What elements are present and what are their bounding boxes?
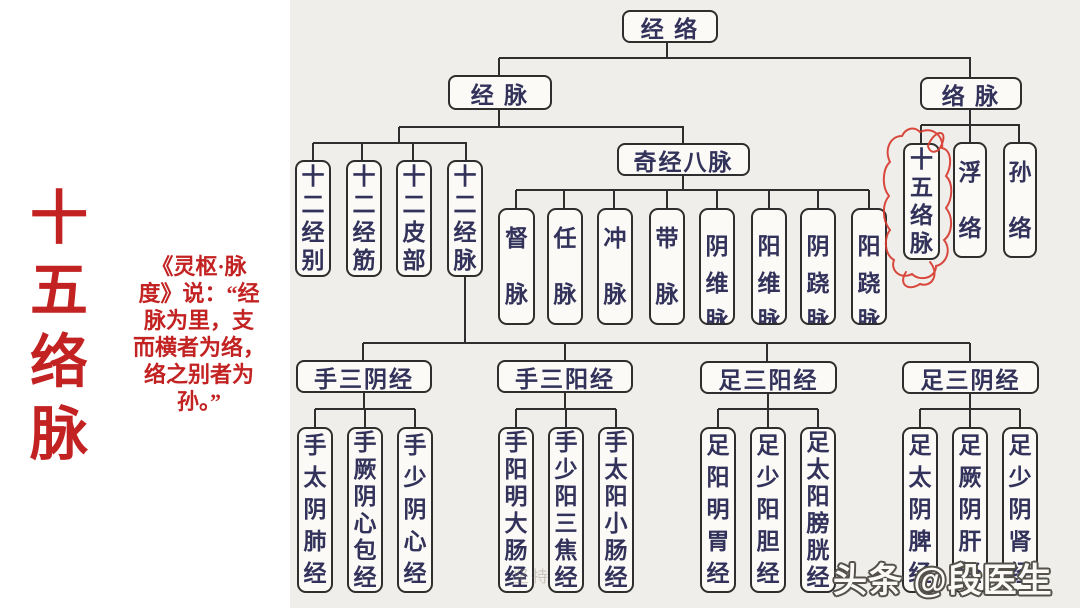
node-meridian: 足阳明胃经: [700, 427, 736, 593]
node-luomai: 络 脉: [920, 77, 1022, 110]
node-renmai: 任脉: [547, 208, 583, 325]
node-twelve-jingmai: 十二经脉: [447, 160, 483, 277]
node-yangqiaomai: 阳跷脉: [851, 208, 887, 325]
node-group-foot-three-yang: 足三阳经: [700, 361, 837, 394]
sidebar-classic-quote: 《灵枢·脉 度》说：“经 脉为里，支 而横者为络， 络之别者为 孙。”: [132, 254, 265, 414]
node-shiwu-luomai-highlighted: 十五络脉: [903, 143, 940, 260]
node-yinweimai: 阴维脉: [699, 208, 735, 325]
node-jingmai: 经 脉: [448, 75, 552, 110]
node-twelve-pibu: 十二皮部: [396, 160, 432, 277]
node-meridian: 手少阳三焦经: [548, 427, 584, 593]
node-meridian: 手阳明大肠经: [498, 427, 534, 593]
node-meridian: 手少阴心经: [397, 427, 433, 593]
node-twelve-jingjin: 十二经筋: [346, 160, 382, 277]
node-group-hand-three-yang: 手三阳经: [497, 360, 633, 393]
node-meridian: 足厥阴肝经: [952, 427, 988, 593]
faint-watermark: 坚持: [513, 569, 552, 586]
brand-watermark: 头条 @段医生科普: [833, 562, 1053, 600]
node-fuluo: 浮络: [953, 142, 987, 258]
node-meridian: 足少阴肾经: [1002, 427, 1038, 593]
node-dumai: 督脉: [498, 208, 535, 325]
node-meridian: 足少阳胆经: [750, 427, 786, 593]
node-meridian: 足太阳膀胱经: [800, 427, 836, 593]
node-meridian: 手太阴肺经: [297, 427, 333, 593]
node-daimai: 带脉: [649, 208, 685, 325]
node-sunluo: 孙络: [1003, 142, 1037, 258]
node-yangweimai: 阳维脉: [751, 208, 787, 325]
node-group-hand-three-yin: 手三阴经: [296, 360, 432, 393]
node-group-foot-three-yin: 足三阴经: [902, 361, 1039, 394]
node-jingluo-root: 经 络: [622, 10, 718, 43]
node-qijingbamai: 奇经八脉: [617, 143, 750, 176]
node-chongmai: 冲脉: [597, 208, 633, 325]
node-yinqiaomai: 阴跷脉: [800, 208, 836, 325]
node-meridian: 足太阴脾经: [902, 427, 938, 593]
node-twelve-jingbie: 十二经别: [295, 160, 331, 277]
sidebar-vertical-title: 十五络脉: [29, 186, 88, 467]
node-meridian: 手厥阴心包经: [347, 427, 383, 593]
node-meridian: 手太阳小肠经: [598, 427, 634, 593]
